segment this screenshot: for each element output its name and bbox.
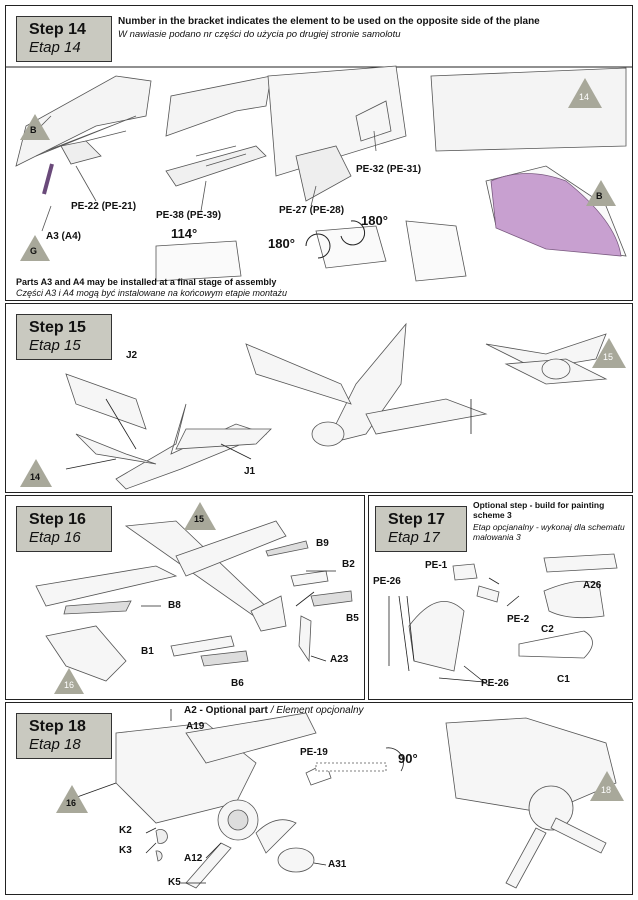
- step-14-footer-pl: Części A3 i A4 mogą być instalowane na k…: [16, 288, 287, 298]
- marker-15-label: 15: [603, 352, 614, 362]
- label-a3: A3 (A4): [46, 231, 82, 242]
- label-a26: A26: [583, 580, 602, 591]
- label-b2: B2: [342, 559, 355, 570]
- label-b6: B6: [231, 678, 244, 689]
- label-k5: K5: [168, 877, 181, 888]
- label-pe19: PE-19: [300, 747, 328, 758]
- step-16-panel: Step 16 Etap 16 15 B9 B2 B5 B8 B: [5, 495, 365, 700]
- label-c1: C1: [557, 674, 570, 685]
- label-pe2: PE-2: [507, 614, 530, 625]
- label-pe22: PE-22 (PE-21): [71, 201, 137, 212]
- label-pe1: PE-1: [425, 560, 448, 571]
- step-18-illustration: [65, 709, 617, 889]
- angle-180-b: 180°: [268, 236, 295, 251]
- step-17-title: Step 17: [388, 511, 445, 528]
- step-16-subtitle: Etap 16: [29, 529, 81, 546]
- marker-g-label: G: [30, 246, 38, 256]
- step-17-header: Step 17 Etap 17: [375, 506, 467, 552]
- step-16-header: Step 16 Etap 16: [16, 506, 112, 552]
- label-pe27: PE-27 (PE-28): [279, 205, 345, 216]
- step-14-header: Step 14 Etap 14: [16, 16, 112, 62]
- label-b9: B9: [316, 538, 329, 549]
- step-15-illustration: [65, 322, 608, 490]
- step-14-illustration: [6, 65, 632, 282]
- step-14-footer-en: Parts A3 and A4 may be installed at a fi…: [16, 277, 277, 287]
- label-j1: J1: [244, 466, 256, 477]
- label-a12: A12: [184, 853, 203, 864]
- marker-16-label: 16: [64, 680, 75, 690]
- label-pe26-a: PE-26: [373, 576, 401, 587]
- label-k2: K2: [119, 825, 132, 836]
- label-k3: K3: [119, 845, 132, 856]
- optional-part-en: A2 - Optional part: [184, 705, 268, 716]
- step-17-note-en: Optional step - build for painting schem…: [473, 500, 605, 520]
- angle-180-a: 180°: [361, 213, 388, 228]
- label-c2: C2: [541, 624, 554, 635]
- marker-14-label: 14: [579, 92, 590, 102]
- marker-18-label: 18: [601, 785, 612, 795]
- angle-90: 90°: [398, 751, 418, 766]
- step-14-subtitle: Etap 14: [29, 39, 81, 56]
- step-17-subtitle: Etap 17: [388, 529, 440, 546]
- step-14-note-pl: W nawiasie podano nr części do użycia po…: [118, 29, 401, 40]
- step-14-title: Step 14: [29, 21, 86, 38]
- step-15-panel: Step 15 Etap 15 J2 J1 14: [5, 303, 633, 493]
- marker-b-label: B: [30, 125, 37, 135]
- marker-16-ref-label: 16: [66, 798, 77, 808]
- label-b5: B5: [346, 613, 359, 624]
- step-17-illustration: [388, 553, 618, 687]
- step-18-panel: Step 18 Etap 18: [5, 702, 633, 895]
- optional-part-label: A2 - Optional part / Element opcjonalny: [184, 705, 364, 716]
- marker-b2-label: B: [596, 191, 603, 201]
- step-15-title: Step 15: [29, 319, 86, 336]
- step-14-note-en: Number in the bracket indicates the elem…: [118, 16, 540, 27]
- step-15-header: Step 15 Etap 15: [16, 314, 112, 360]
- step-17-note-pl: Etap opcjanalny - wykonaj dla schematu m…: [473, 522, 625, 542]
- label-pe38: PE-38 (PE-39): [156, 210, 222, 221]
- step-16-title: Step 16: [29, 511, 86, 528]
- label-b8: B8: [168, 600, 181, 611]
- label-pe32: PE-32 (PE-31): [356, 164, 422, 175]
- step-18-subtitle: Etap 18: [29, 736, 81, 753]
- marker-15-ref-label: 15: [194, 514, 205, 524]
- step-18-title: Step 18: [29, 718, 86, 735]
- label-pe26-b: PE-26: [481, 678, 509, 689]
- step-18-header: Step 18 Etap 18: [16, 713, 112, 759]
- label-a23: A23: [330, 654, 349, 665]
- label-b1: B1: [141, 646, 154, 657]
- step-16-illustration: [35, 520, 353, 682]
- angle-114: 114°: [171, 226, 198, 241]
- label-j2: J2: [126, 350, 138, 361]
- optional-part-pl: / Element opcjonalny: [270, 705, 364, 716]
- label-a31: A31: [328, 859, 347, 870]
- step-15-subtitle: Etap 15: [29, 337, 81, 354]
- label-a19: A19: [186, 721, 205, 732]
- step-14-panel: Step 14 Etap 14 Number in the bracket in…: [5, 5, 633, 301]
- step-17-panel: Step 17 Etap 17 Optional step - build fo…: [368, 495, 633, 700]
- marker-14-ref-label: 14: [30, 472, 41, 482]
